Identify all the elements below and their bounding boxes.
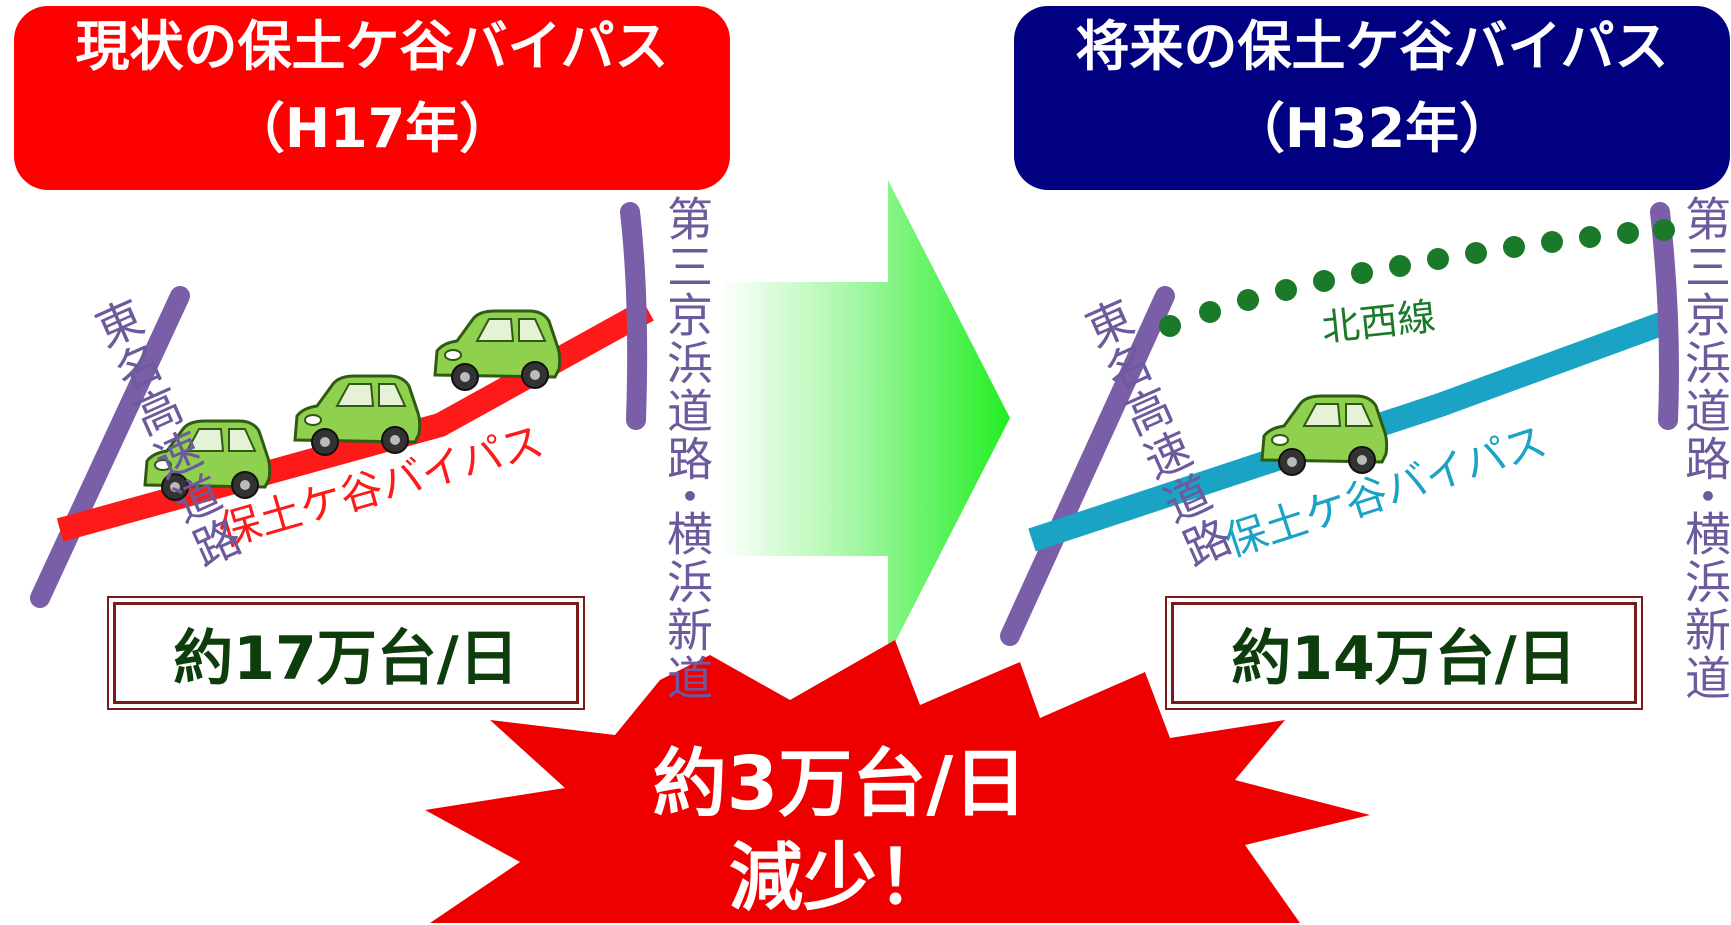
- future-traffic-count: 約14万台/日: [1165, 596, 1643, 710]
- future-year: （H32年）: [1230, 97, 1514, 160]
- third-keihin-future: [1650, 202, 1679, 430]
- future-title: 将来の保土ケ谷バイパス: [1075, 15, 1669, 78]
- reduction-burst: [425, 640, 1370, 923]
- road-separator-future: ・: [1678, 473, 1731, 521]
- future-map: [1000, 202, 1679, 646]
- current-year: （H17年）: [230, 97, 514, 160]
- current-traffic-count: 約17万台/日: [107, 596, 585, 710]
- hodogaya-bypass-current: [56, 299, 654, 542]
- current-title-label: 現状の保土ケ谷バイパス （H17年）: [14, 6, 730, 190]
- car-current-3: [433, 309, 562, 392]
- yokohama-shindo-label-current: 横浜新道: [660, 510, 714, 702]
- current-title: 現状の保土ケ谷バイパス: [75, 15, 669, 78]
- reduction-word: 減少！: [729, 835, 951, 921]
- third-keihin-label-current: 第三京浜道路: [660, 195, 714, 483]
- third-keihin-label-future: 第三京浜道路: [1678, 195, 1731, 483]
- current-map: [30, 202, 654, 608]
- future-title-box: [1014, 6, 1730, 190]
- car-future: [1260, 394, 1389, 477]
- transition-arrow: [720, 180, 1010, 656]
- tomei-highway-future: [1000, 286, 1175, 646]
- reduction-amount: 約3万台/日: [652, 741, 1028, 827]
- current-title-box: [14, 6, 730, 190]
- tomei-highway-current: [30, 286, 190, 608]
- hokusei-line-label: 北西線: [1320, 294, 1438, 350]
- road-separator-current: ・: [660, 473, 714, 521]
- future-title-label: 将来の保土ケ谷バイパス （H32年）: [1014, 6, 1730, 190]
- hodogaya-bypass-future: [1028, 308, 1677, 552]
- third-keihin-current: [620, 202, 648, 430]
- yokohama-shindo-label-future: 横浜新道: [1678, 510, 1731, 702]
- hokusei-line: [1159, 219, 1675, 337]
